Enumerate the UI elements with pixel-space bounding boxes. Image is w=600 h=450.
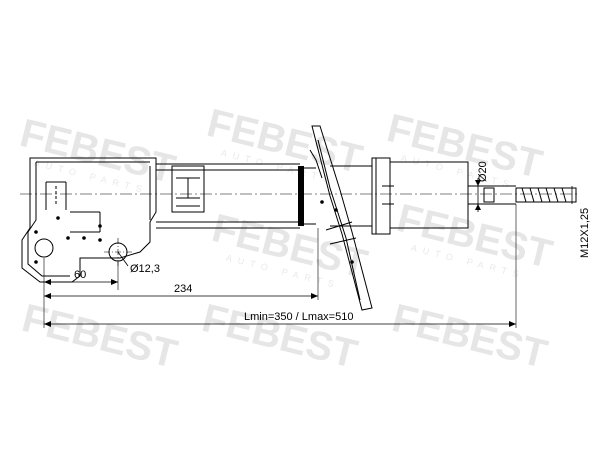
watermark-brand: FEBEST (198, 296, 362, 377)
dimension-234: 234 (44, 228, 319, 300)
watermark-5: FEBEST AUTO PARTS (393, 196, 557, 280)
thread-label: M12X1,25 (579, 208, 591, 258)
dimension-60: 60 (43, 258, 119, 328)
dimension-thread: M12X1,25 (571, 186, 591, 258)
upper-tube (330, 157, 469, 235)
watermark-6: FEBEST (18, 296, 182, 377)
hole-diameter-label: Ø12,3 (130, 263, 160, 275)
watermark-brand: FEBEST (18, 296, 182, 377)
dimension-length: Lmin=350 / Lmax=510 (44, 204, 517, 328)
dimension-hole: Ø12,3 (117, 251, 160, 275)
dimension-rod-diameter: Ø20 (475, 161, 489, 212)
watermark-7: FEBEST (198, 296, 362, 377)
offset-label: 60 (74, 269, 86, 281)
mount-to-spring-label: 234 (174, 283, 192, 295)
piston-rod (468, 185, 577, 205)
spring-plate (309, 125, 373, 311)
watermark-2: FEBEST AUTO PARTS (203, 101, 367, 185)
rod-diameter-label: Ø20 (477, 161, 489, 182)
mount-hole-1 (34, 238, 54, 258)
watermark-1: FEBEST AUTO PARTS (16, 111, 180, 195)
watermark-group: FEBEST AUTO PARTS FEBEST AUTO PARTS FEBE… (16, 101, 557, 377)
watermark-8: FEBEST (388, 296, 552, 377)
bracket-clamp (171, 165, 205, 213)
length-label: Lmin=350 / Lmax=510 (244, 311, 353, 323)
watermark-brand: FEBEST (388, 296, 552, 377)
watermark-3: FEBEST AUTO PARTS (383, 106, 547, 190)
bump-ring (298, 166, 304, 226)
